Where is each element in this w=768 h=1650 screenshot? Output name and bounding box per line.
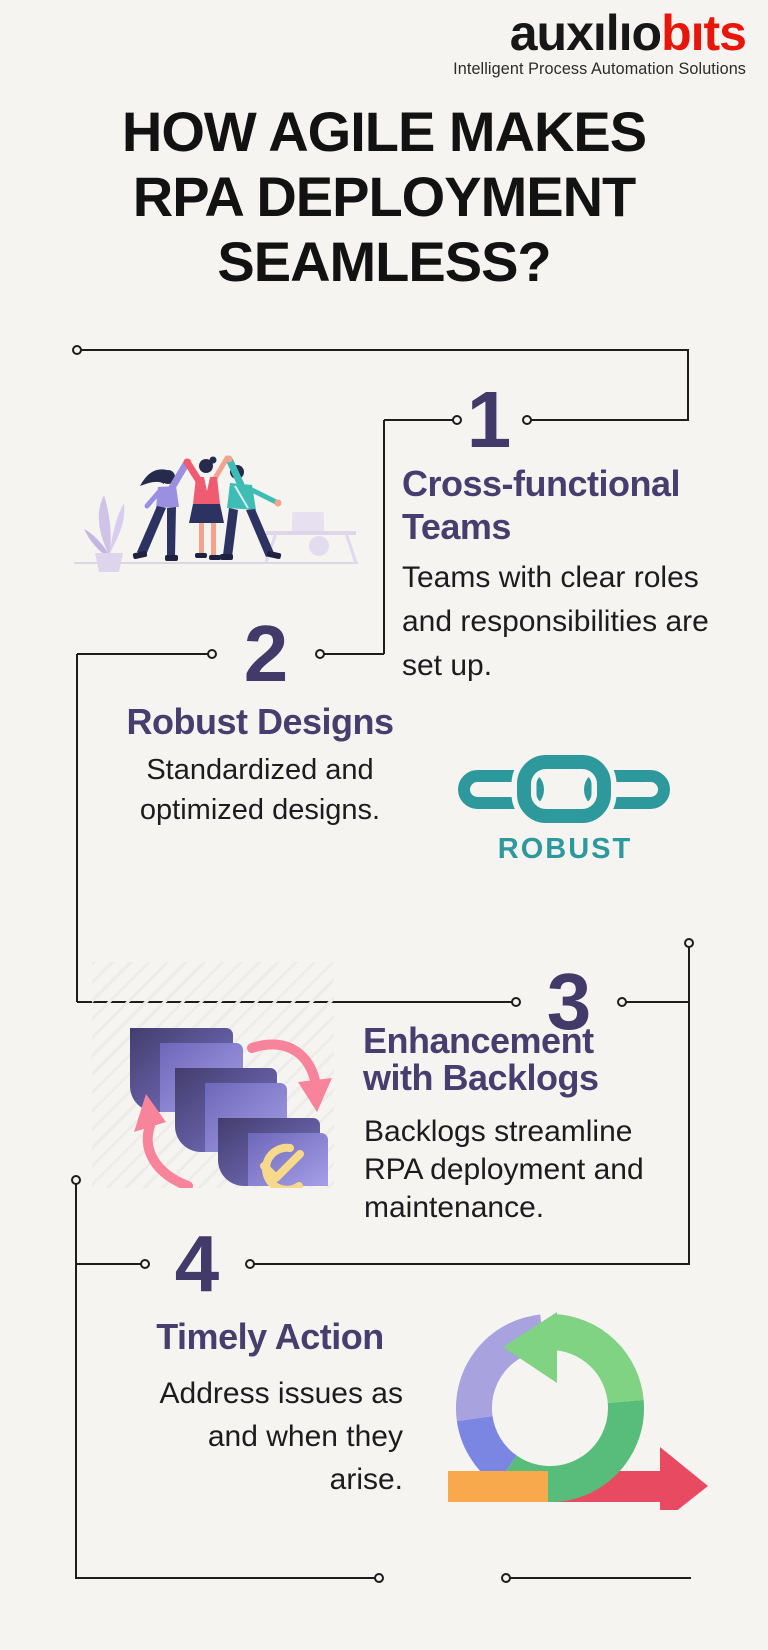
step-4-body: Address issues as and when they arise. — [103, 1372, 403, 1501]
connector-dot — [617, 997, 627, 1007]
connector-dot — [522, 415, 532, 425]
agile-cycle-svg — [448, 1312, 708, 1524]
connector-line — [77, 349, 689, 351]
step-3-body-line: Backlogs streamline — [364, 1115, 633, 1148]
connector-line — [75, 1183, 77, 1579]
step-3-heading: Enhancement with Backlogs — [363, 1022, 599, 1096]
step-2-body-line: Standardized and — [146, 754, 374, 786]
logo-tagline: Intelligent Process Automation Solutions — [453, 60, 746, 78]
team-highfive-svg — [74, 455, 358, 572]
logo-brand-black: auxılıo — [509, 5, 662, 61]
connector-dot — [245, 1259, 255, 1269]
logo: auxılıobıts Intelligent Process Automati… — [453, 5, 747, 78]
connector-line — [527, 419, 689, 421]
connector-dot — [140, 1259, 150, 1269]
connector-dot — [501, 1573, 511, 1583]
connector-line — [688, 946, 690, 1264]
connector-line — [384, 419, 453, 421]
step-4-heading: Timely Action — [156, 1316, 384, 1357]
connector-line — [76, 654, 78, 1002]
step-4-number: 4 — [174, 1219, 220, 1308]
connector-line — [383, 420, 385, 654]
step-3-number: 3 — [546, 957, 592, 1046]
step-1-heading-line: Teams — [402, 506, 511, 547]
folders-sync-svg — [130, 1028, 332, 1194]
connector-dot — [684, 938, 694, 948]
connector-line — [254, 1263, 690, 1265]
logo-wordmark: auxılıobıts — [453, 5, 747, 61]
step-2-number: 2 — [243, 609, 289, 698]
connector-line — [77, 1263, 142, 1265]
agile-cycle-icon — [425, 1240, 720, 1524]
title-line-1: HOW AGILE MAKES — [121, 100, 647, 163]
robust-caption: ROBUST — [497, 833, 633, 865]
step-4-body-line: arise. — [329, 1463, 403, 1496]
step-1-body-line: set up. — [402, 649, 493, 682]
step-1-number: 1 — [466, 375, 512, 464]
logo-brand-red: bıts — [661, 5, 747, 61]
connector-line — [76, 1577, 376, 1579]
step-1-body: Teams with clear roles and responsibilit… — [402, 556, 709, 688]
chain-links-icon — [456, 749, 672, 829]
step-1-body-line: and responsibilities are — [402, 605, 709, 638]
step-3-heading-line: with Backlogs — [363, 1057, 599, 1098]
title-line-3: SEAMLESS? — [217, 229, 551, 293]
connector-dot — [511, 997, 521, 1007]
connector-line — [324, 653, 384, 655]
step-2-body: Standardized and optimized designs. — [95, 750, 425, 830]
connector-line — [626, 1001, 689, 1003]
step-4-body-line: Address issues as — [159, 1377, 403, 1410]
connector-line — [687, 350, 689, 420]
connector-dot — [315, 649, 325, 659]
step-3-body-line: RPA deployment and — [364, 1153, 644, 1186]
connector-dot — [374, 1573, 384, 1583]
team-highfive-illustration — [70, 425, 362, 575]
step-2-body-line: optimized designs. — [139, 794, 381, 826]
page-title: HOW AGILE MAKES RPA DEPLOYMENT SEAMLESS? — [0, 100, 768, 295]
folders-sync-illustration — [92, 962, 334, 1194]
chain-links-svg — [458, 749, 670, 829]
step-1-heading: Cross-functional Teams — [402, 462, 681, 548]
step-4-body-line: and when they — [207, 1420, 403, 1453]
connector-dot — [72, 345, 82, 355]
connector-line — [510, 1577, 691, 1579]
connector-dot — [71, 1175, 81, 1185]
title-line-2: RPA DEPLOYMENT — [132, 164, 636, 228]
connector-dot — [207, 649, 217, 659]
step-1-heading-line: Cross-functional — [402, 463, 681, 504]
connector-dot — [452, 415, 462, 425]
step-3-body: Backlogs streamline RPA deployment and m… — [364, 1113, 644, 1227]
step-2-heading: Robust Designs — [126, 701, 394, 742]
connector-line — [77, 653, 209, 655]
step-3-heading-line: Enhancement — [363, 1020, 594, 1061]
step-1-body-line: Teams with clear roles — [402, 561, 699, 594]
step-3-body-line: maintenance. — [364, 1191, 545, 1224]
